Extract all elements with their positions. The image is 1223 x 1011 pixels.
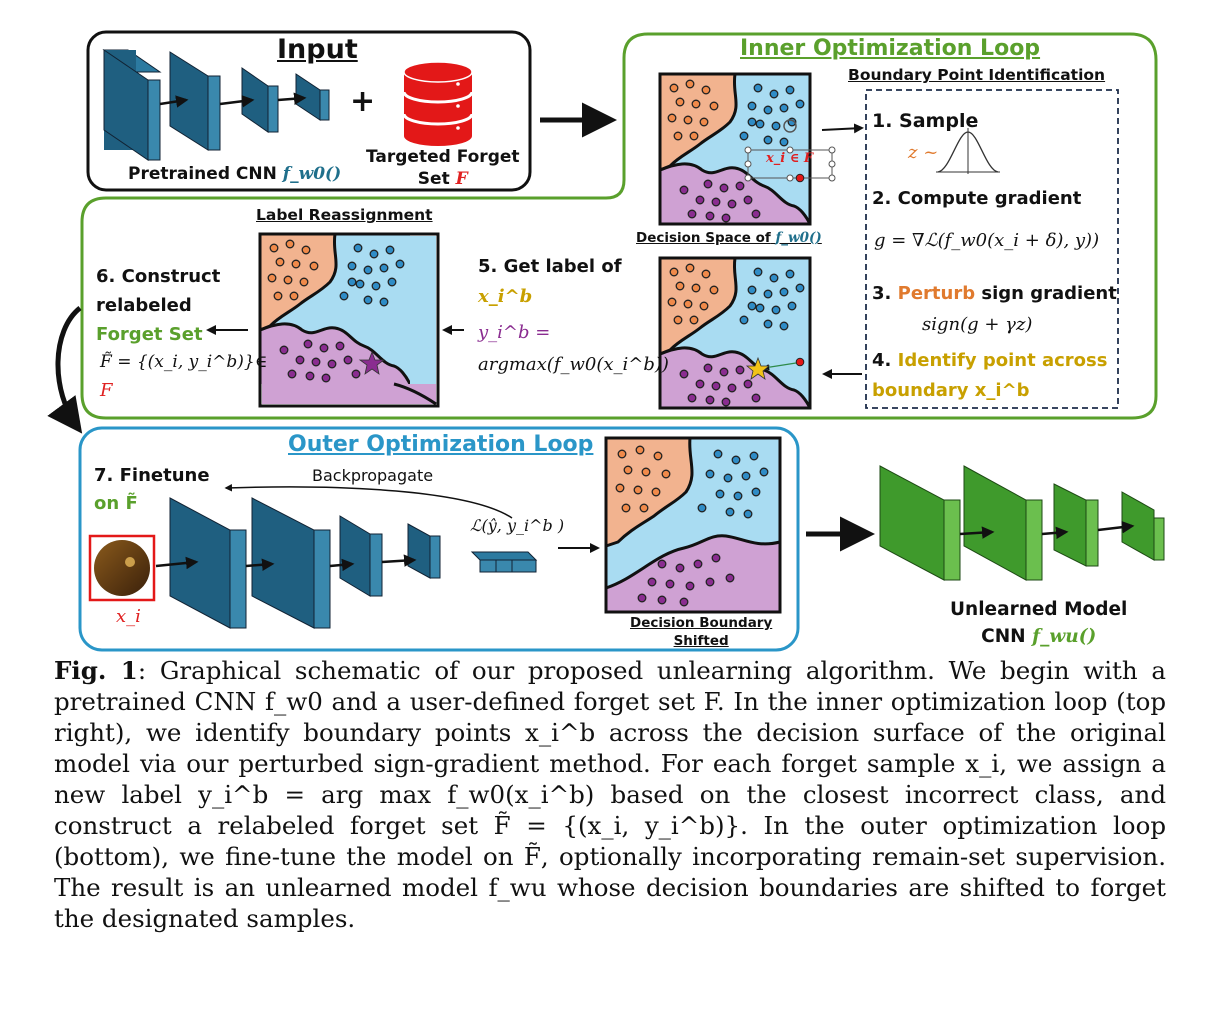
input-title: Input <box>277 34 358 65</box>
relabeled-box-border <box>258 232 440 408</box>
figure-caption: Fig. 1: Graphical schematic of our propo… <box>54 655 1166 934</box>
pretrained-label: Pretrained CNN f_w0() <box>128 164 342 184</box>
step3-perturb: 3. Perturb sign gradient <box>872 283 1117 304</box>
decision-space-label: Decision Space of f_w0() <box>636 230 822 246</box>
caption-label: Fig. 1 <box>54 656 138 685</box>
backprop-label: Backpropagate <box>312 466 434 485</box>
step5-yib: y_i^b = <box>478 322 551 343</box>
arrow-inner-to-outer <box>47 306 83 434</box>
outer-loop-border <box>78 426 800 652</box>
step4-identify-words: Identify point across <box>897 350 1108 371</box>
forget-label: Targeted Forget Set F <box>366 147 520 189</box>
arrow-to-sample <box>821 123 864 134</box>
unlearning-schematic <box>47 30 1165 652</box>
loss-label: ℒ(ŷ, y_i^b ) <box>470 516 565 535</box>
forget-symbol: F <box>455 169 468 189</box>
decision-space-fn: f_w0() <box>775 230 822 246</box>
unlearned-cnn-icon <box>879 465 1165 581</box>
step5-xib: x_i^b <box>478 286 533 307</box>
pretrained-fn: f_w0() <box>282 164 342 184</box>
step4-identify: 4. Identify point across <box>872 350 1108 371</box>
outer-cnn-icon <box>155 497 538 629</box>
step3-perturb-word: Perturb <box>897 283 976 304</box>
decision-space-original <box>658 72 836 226</box>
decision-space-shifted <box>604 436 782 614</box>
step6-construct: 6. Construct relabeled Forget Set <box>96 262 220 349</box>
boundary-title: Boundary Point Identification <box>848 66 1106 84</box>
boundary-box <box>865 89 1119 409</box>
decision-space-boundary <box>658 256 812 410</box>
step3-formula: sign(g + γz) <box>922 314 1033 335</box>
input-panel <box>86 30 532 192</box>
unlearned-label: Unlearned Model CNN f_wu() <box>950 599 1128 647</box>
step6-F: F <box>100 380 113 401</box>
unlearned-fn: f_wu() <box>1032 626 1097 647</box>
step4-boundary: boundary x_i^b <box>872 380 1030 401</box>
database-icon <box>402 61 474 146</box>
xi-in-F-label: x_i ∈ F <box>766 151 814 166</box>
backprop-arrow <box>224 484 513 519</box>
step2-formula: g = ∇ℒ(f_w0(x_i + δ), y)) <box>874 230 1100 251</box>
step1-sample: 1. Sample <box>872 110 979 132</box>
xi-label: x_i <box>116 606 141 627</box>
label-reassign-title: Label Reassignment <box>256 206 433 224</box>
fundus-image <box>94 540 150 596</box>
gaussian-icon <box>936 128 1000 174</box>
step7-finetune: 7. Finetune on F̃ <box>94 462 210 518</box>
outer-loop-title: Outer Optimization Loop <box>288 432 594 457</box>
step7-on-F: on F̃ <box>94 493 138 514</box>
step1-formula: z ~ <box>908 142 939 163</box>
pretrained-cnn-icon <box>102 49 330 161</box>
inner-loop-border <box>80 32 1158 420</box>
step6-formula: F̃ = {(x_i, y_i^b)}∈ <box>100 352 268 372</box>
step2-compute-gradient: 2. Compute gradient <box>872 188 1082 209</box>
shifted-label: Decision Boundary Shifted <box>630 615 773 649</box>
step5-formula: argmax(f_w0(x_i^b)) <box>478 354 669 375</box>
caption-text: : Graphical schematic of our proposed un… <box>54 656 1166 933</box>
step6-forget-set: Forget Set <box>96 324 203 345</box>
step5-get-label: 5. Get label of <box>478 256 622 277</box>
inner-loop-title: Inner Optimization Loop <box>740 36 1041 61</box>
plus-sign: + <box>350 84 376 119</box>
